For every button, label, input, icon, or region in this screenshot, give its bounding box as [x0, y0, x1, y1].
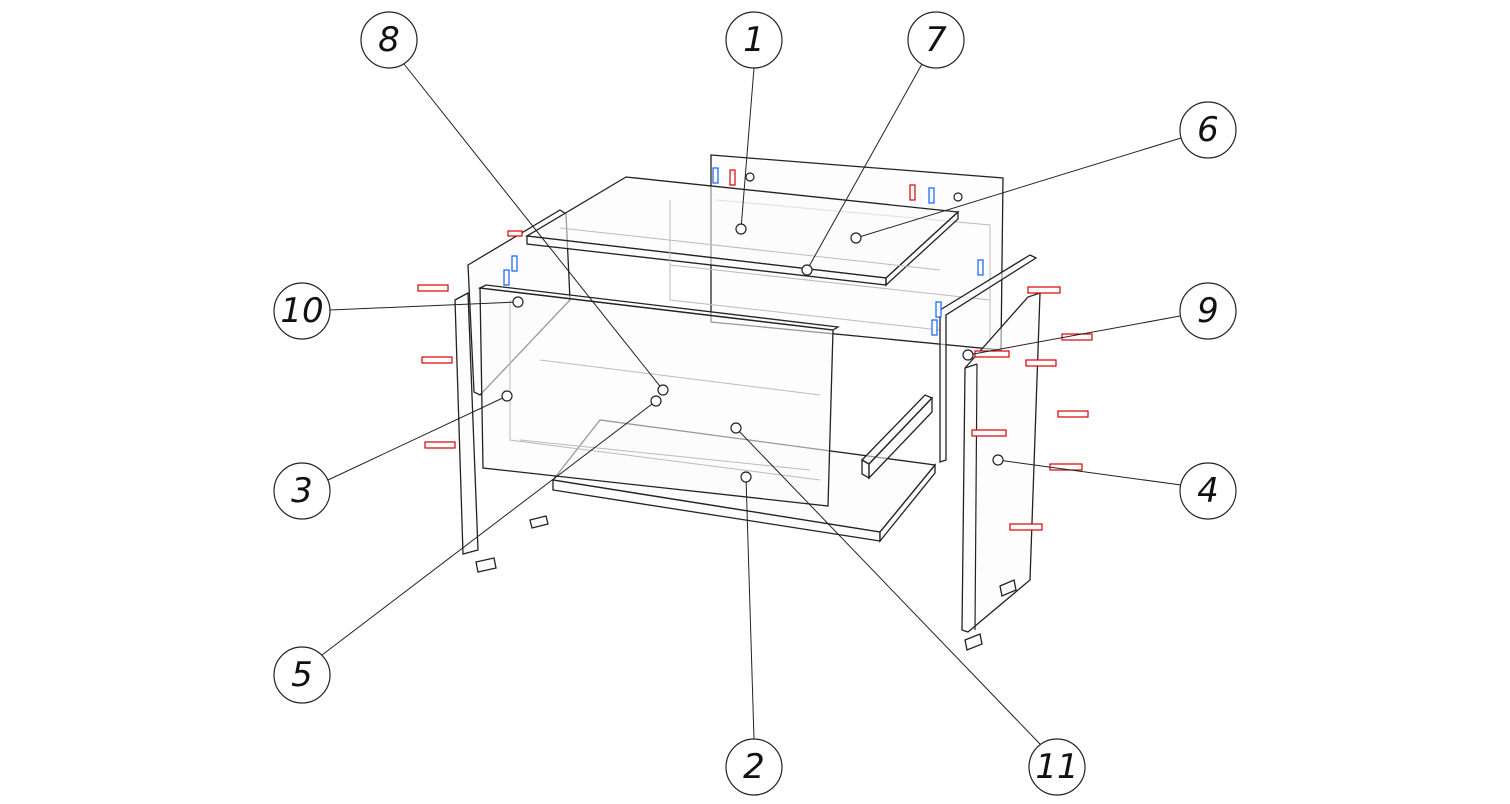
- callout-8: 8: [360, 11, 418, 69]
- callout-2: 2: [725, 738, 783, 796]
- callout-label: 11: [1035, 747, 1078, 787]
- callout-4: 4: [1179, 462, 1237, 520]
- callout-label: 6: [1197, 110, 1219, 150]
- callout-label: 10: [280, 291, 323, 331]
- rail: [860, 394, 934, 480]
- callout-label: 4: [1197, 471, 1219, 511]
- callout-label: 5: [291, 655, 313, 695]
- callout-label: 2: [743, 747, 765, 787]
- callout-1: 1: [725, 11, 783, 69]
- callout-10: 10: [273, 282, 331, 340]
- callout-label: 1: [743, 20, 765, 60]
- right-inner-panel: [939, 254, 1038, 463]
- left-outer-panel: [454, 291, 479, 555]
- callout-11: 11: [1028, 738, 1086, 796]
- callout-3: 3: [273, 462, 331, 520]
- dowels: [417, 167, 1093, 531]
- leader-lines: [321, 63, 1182, 745]
- target-dots: [501, 172, 1004, 483]
- callout-label: 7: [925, 20, 947, 60]
- callout-9: 9: [1179, 282, 1237, 340]
- callout-label: 3: [291, 471, 313, 511]
- callout-6: 6: [1179, 101, 1237, 159]
- feet: [475, 515, 1017, 651]
- callout-label: 9: [1197, 291, 1219, 331]
- callout-7: 7: [907, 11, 965, 69]
- callout-label: 8: [378, 20, 400, 60]
- callout-5: 5: [273, 646, 331, 704]
